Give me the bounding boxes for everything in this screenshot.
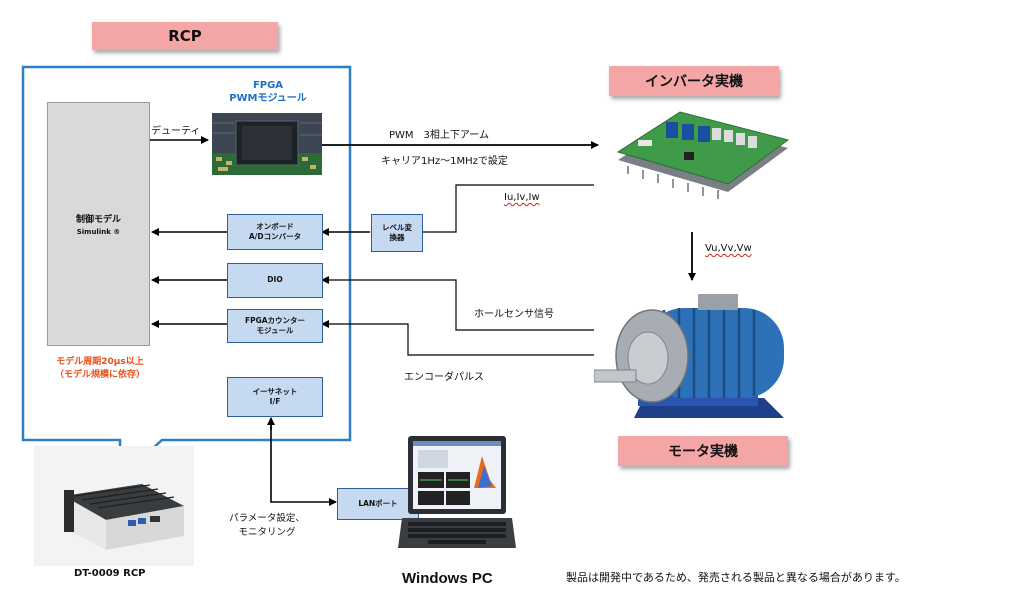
model-period-note: モデル周期20μs以上 （モデル規模に依存） xyxy=(54,357,145,381)
simulink-label: Simulink ® xyxy=(76,228,121,236)
inverter-board-image xyxy=(616,111,790,199)
level-converter-block: レベル変換器 xyxy=(371,214,423,252)
control-model-label: 制御モデル xyxy=(75,215,121,225)
currents-label: Iu,Iv,Iw xyxy=(504,192,540,203)
control-model-block: 制御モデル Simulink ® xyxy=(47,102,150,346)
fpga-counter-block: FPGAカウンターモジュール xyxy=(227,309,323,343)
pc-caption: Windows PC xyxy=(402,570,493,587)
motor-image xyxy=(594,294,784,418)
motor-title: モータ実機 xyxy=(618,436,788,466)
encoder-label: エンコーダパルス xyxy=(404,372,484,383)
rcp-device-image xyxy=(34,446,194,566)
device-caption: DT-0009 RCP xyxy=(74,568,146,579)
fpga-pwm-label: FPGA PWMモジュール xyxy=(229,80,307,104)
rcp-title: RCP xyxy=(92,22,278,50)
dio-block: DIO xyxy=(227,263,323,298)
hall-label: ホールセンサ信号 xyxy=(474,309,554,320)
disclaimer-text: 製品は開発中であるため、発売される製品と異なる場合があります。 xyxy=(566,571,906,584)
currents-line xyxy=(422,184,594,233)
pwm-label: PWM 3相上下アーム xyxy=(389,130,490,141)
params-label: パラメータ設定、 モニタリング xyxy=(229,513,305,538)
inverter-title: インバータ実機 xyxy=(609,66,779,96)
voltages-label: Vu,Vv,Vw xyxy=(705,243,752,254)
laptop-image xyxy=(398,436,516,548)
hall-line xyxy=(321,276,594,331)
encoder-line xyxy=(321,320,594,356)
lan-port-block: LANポート xyxy=(337,488,419,520)
duty-label: デューティ xyxy=(151,126,201,137)
fpga-chip-image xyxy=(212,113,322,175)
carrier-label: キャリア1Hz～1MHzで設定 xyxy=(381,156,508,167)
ethernet-line xyxy=(270,420,337,506)
